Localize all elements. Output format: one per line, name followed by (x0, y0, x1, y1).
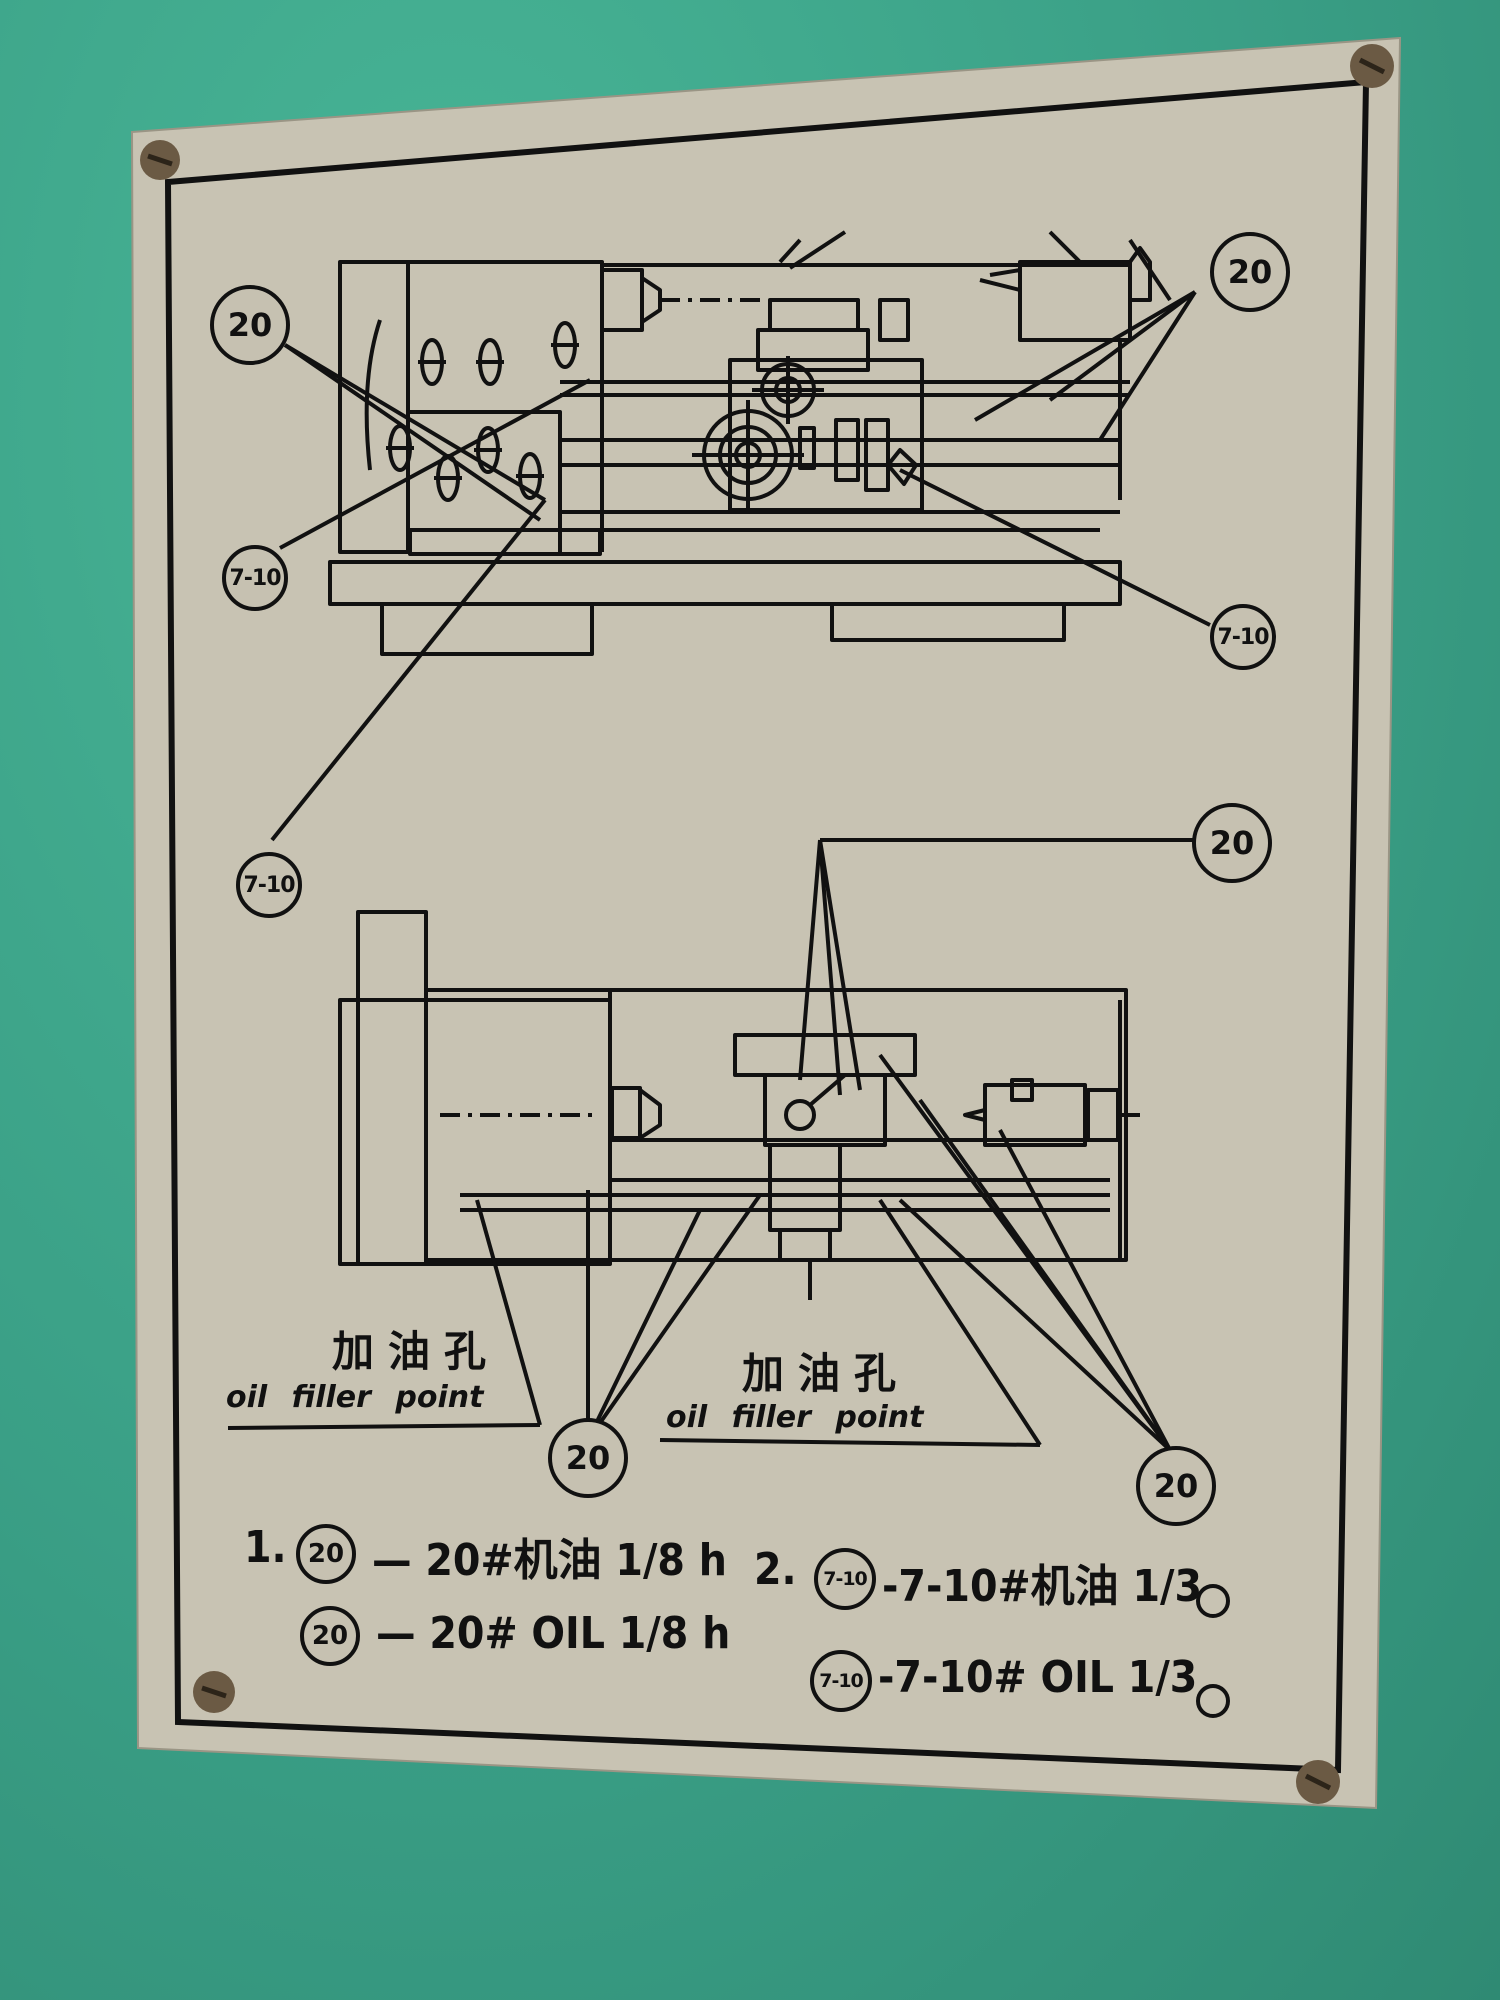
legend-item-number: 2. (754, 1544, 797, 1595)
callout-20-badge: 20 (1136, 1446, 1216, 1526)
legend-text: — 20# OIL 1/8 h (376, 1608, 731, 1659)
oil-filler-label-cn: 加油孔 (332, 1327, 501, 1376)
legend-item-number: 1. (244, 1522, 287, 1573)
oil-filler-label-en: oil filler point (666, 1400, 924, 1435)
legend-text: -7-10#机油 1/3 (882, 1561, 1202, 1612)
screw-icon (140, 140, 180, 180)
callout-20-badge: 20 (548, 1418, 628, 1498)
legend-badge-7-10: 7-10 (814, 1548, 876, 1610)
leader-lines-top (270, 290, 1211, 842)
plate-border (164, 78, 1370, 1774)
screw-icon (1350, 44, 1394, 88)
legend-badge-7-10: 7-10 (810, 1650, 872, 1712)
metal-plate (130, 36, 1402, 1810)
legend-badge-20: 20 (296, 1524, 356, 1584)
callout-7-10-badge: 7-10 (236, 852, 302, 918)
oil-filler-label-cn: 加油孔 (742, 1349, 911, 1398)
oil-filler-label-en: oil filler point (226, 1380, 484, 1415)
callout-20-badge: 20 (1192, 803, 1272, 883)
callout-20-badge: 20 (210, 285, 290, 365)
legend-badge-20: 20 (300, 1606, 360, 1666)
callout-20-badge: 20 (1210, 232, 1290, 312)
screw-icon (1296, 1760, 1340, 1804)
leader-lines-plan (227, 838, 1200, 1452)
oil-level-circle-icon (1196, 1684, 1230, 1718)
lathe-plan-view (227, 838, 1200, 1452)
callout-7-10-badge: 7-10 (222, 545, 288, 611)
callout-7-10-badge: 7-10 (1210, 604, 1276, 670)
legend-text: -7-10# OIL 1/3 (878, 1652, 1198, 1703)
screw-icon (193, 1671, 235, 1713)
oil-level-circle-icon (1196, 1584, 1230, 1618)
legend-text: — 20#机油 1/8 h (372, 1535, 727, 1586)
lathe-front-view (270, 230, 1211, 842)
